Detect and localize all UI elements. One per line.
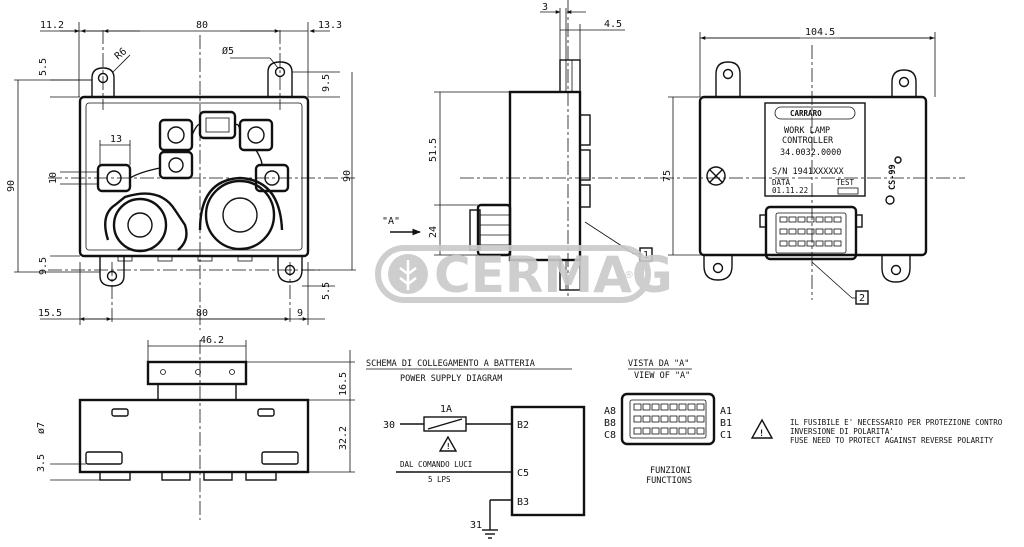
dim-rear-height: 75 — [662, 170, 673, 182]
dim-left-vertical-bottom: 9.5 — [38, 257, 49, 275]
label-logo: CARRARO — [790, 109, 822, 118]
dim-hole-radius: R6 — [113, 46, 129, 62]
pin-b2: B2 — [517, 420, 529, 431]
dim-width-top: 80 — [196, 20, 208, 31]
dim-width-bottom: 80 — [196, 308, 208, 319]
front-view: 11.2 80 13.3 R6 Ø5 5.5 9.5 13 10 90 — [6, 20, 356, 330]
callout-2: 2 — [859, 293, 865, 304]
front-connector-top — [198, 110, 237, 140]
dim-right-margin-top: 13.3 — [318, 20, 342, 31]
dim-body-height: 32.2 — [338, 426, 349, 450]
pin-c5: C5 — [517, 468, 529, 479]
dim-overall-height-left: 90 — [6, 180, 17, 192]
dim-diameter: ø7 — [36, 422, 47, 434]
label-code: TEST — [836, 178, 855, 187]
dim-bottom-offset: 3.5 — [36, 454, 47, 472]
pin-c8: C8 — [604, 430, 616, 441]
functions-it: FUNZIONI — [650, 466, 691, 476]
dim-upper-height: 51.5 — [428, 138, 439, 162]
label-part-no: 34.0032.0000 — [780, 148, 841, 158]
pin-b8: B8 — [604, 418, 616, 429]
bottom-view: 46.2 16.5 32.2 ø7 3.5 — [36, 335, 355, 520]
side-view: 3 4.5 51.5 24 "A" 1 — [382, 0, 660, 300]
pin-b1: B1 — [720, 418, 732, 429]
view-a-title-en: VIEW OF "A" — [634, 371, 690, 381]
label-date-label: DATA — [772, 178, 791, 187]
pin-a8: A8 — [604, 406, 616, 417]
dim-flange-offset: 4.5 — [604, 19, 622, 30]
watermark-brand: CERMAG — [434, 246, 673, 304]
wheat-icon — [399, 260, 417, 290]
dim-rear-width: 104.5 — [805, 27, 835, 38]
dim-connector-width: 13 — [110, 134, 122, 145]
light-cmd-line2: 5 LPS — [428, 475, 451, 484]
functions-en: FUNCTIONS — [646, 476, 692, 486]
input-30: 30 — [383, 420, 395, 431]
dim-overall-height-right: 90 — [342, 170, 353, 182]
note-warning-icon — [750, 418, 774, 439]
schematic-title-en: POWER SUPPLY DIAGRAM — [400, 374, 502, 384]
power-supply-diagram: SCHEMA DI COLLEGAMENTO A BATTERIA POWER … — [366, 359, 586, 539]
warning-line1: IL FUSIBILE E' NECESSARIO PER PROTEZIONE… — [790, 418, 1003, 427]
warning-icon — [438, 435, 458, 452]
pin-b3: B3 — [517, 497, 529, 508]
svg-text:!: ! — [759, 429, 764, 439]
rear-view: CARRARO WORK LAMP CONTROLLER 34.0032.000… — [660, 27, 965, 305]
dim-right-margin-bottom: 9 — [297, 308, 303, 319]
view-arrow-label: "A" — [382, 216, 400, 227]
label-side-code: CS-99 — [888, 164, 898, 190]
dim-right-vertical-top: 9.5 — [321, 74, 332, 92]
dim-connector-offset: 10 — [48, 172, 59, 184]
view-a-connector — [620, 392, 716, 446]
dim-top-height: 16.5 — [338, 372, 349, 396]
view-a: VISTA DA "A" VIEW OF "A" A8 B8 C8 A1 B1 … — [604, 359, 732, 486]
dim-right-vertical-bottom: 5.5 — [321, 282, 332, 300]
label-title-line1: WORK LAMP — [784, 126, 830, 136]
label-title-line2: CONTROLLER — [782, 136, 834, 146]
warning-line2: INVERSIONE DI POLARITA' — [790, 427, 894, 436]
dim-left-margin-top: 11.2 — [40, 20, 64, 31]
pin-a1: A1 — [720, 406, 732, 417]
label-date-value: 01.11.22 — [772, 186, 808, 195]
pin-c1: C1 — [720, 430, 732, 441]
label-serial: S/N 1941XXXXXX — [772, 167, 845, 177]
callout-1: 1 — [643, 250, 649, 261]
schematic-title-it: SCHEMA DI COLLEGAMENTO A BATTERIA — [366, 359, 535, 369]
dim-lower-height: 24 — [428, 226, 439, 238]
dim-bracket-width: 46.2 — [200, 335, 224, 346]
watermark-registered: ® — [624, 270, 634, 281]
svg-text:!: ! — [446, 442, 451, 451]
dim-hole-diameter: Ø5 — [222, 45, 234, 57]
dim-left-vertical-top: 5.5 — [38, 58, 49, 76]
ground-31: 31 — [470, 520, 482, 531]
fuse-rating: 1A — [440, 404, 452, 415]
light-cmd-line1: DAL COMANDO LUCI — [400, 460, 472, 469]
rear-connector — [764, 205, 858, 261]
dim-flange-thickness: 3 — [542, 2, 548, 13]
view-a-title-it: VISTA DA "A" — [628, 359, 689, 369]
dim-left-margin-bottom: 15.5 — [38, 308, 62, 319]
controller-block — [510, 405, 586, 517]
cermag-watermark: CERMAG ® — [375, 245, 673, 304]
warning-line3: FUSE NEED TO PROTECT AGAINST REVERSE POL… — [790, 436, 994, 445]
warning-note: ! IL FUSIBILE E' NECESSARIO PER PROTEZIO… — [750, 418, 1003, 445]
